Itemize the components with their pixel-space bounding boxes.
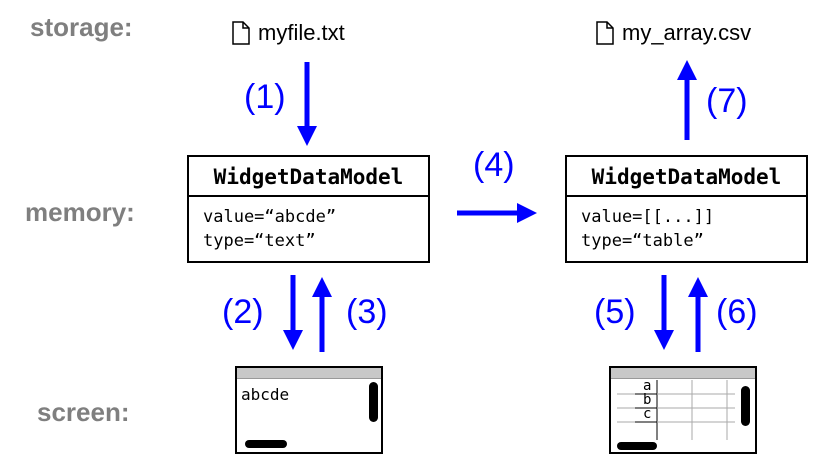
- widget-titlebar: [237, 368, 381, 379]
- table-grid: a b c: [617, 378, 735, 440]
- text-editor-content[interactable]: abcde: [241, 385, 290, 404]
- output-file: my_array.csv: [596, 20, 751, 46]
- file-icon: [596, 21, 614, 45]
- step-1-label: (1): [244, 78, 286, 116]
- step-5-label: (5): [594, 293, 636, 331]
- right-model-title: WidgetDataModel: [567, 157, 806, 197]
- table-cell[interactable]: a: [643, 378, 652, 394]
- table-widget: a b c: [609, 366, 757, 454]
- right-model-value: value=[[...]]: [581, 207, 715, 227]
- step-4-label: (4): [473, 146, 515, 184]
- step-2-label: (2): [222, 293, 264, 331]
- input-file: myfile.txt: [232, 20, 345, 46]
- left-widget-data-model: WidgetDataModel value=“abcde” type=“text…: [187, 155, 430, 263]
- step-3-label: (3): [346, 293, 388, 331]
- file-icon: [232, 21, 250, 45]
- left-model-type: type=“text”: [203, 231, 316, 251]
- vertical-scrollbar[interactable]: [369, 382, 378, 422]
- right-widget-data-model: WidgetDataModel value=[[...]] type=“tabl…: [565, 155, 808, 263]
- input-file-name: myfile.txt: [258, 20, 345, 45]
- table-cell[interactable]: c: [643, 406, 652, 422]
- table-gridlines: [617, 380, 735, 440]
- vertical-scrollbar[interactable]: [741, 386, 750, 426]
- screen-label: screen:: [37, 397, 130, 427]
- table-cell[interactable]: b: [643, 392, 652, 408]
- memory-label: memory:: [25, 197, 135, 227]
- step-7-label: (7): [706, 82, 748, 120]
- right-model-type: type=“table”: [581, 231, 704, 251]
- storage-label: storage:: [30, 12, 133, 42]
- horizontal-scrollbar[interactable]: [245, 440, 287, 448]
- left-model-title: WidgetDataModel: [189, 157, 428, 197]
- text-editor-widget: abcde: [235, 366, 383, 454]
- widget-titlebar: [611, 368, 755, 379]
- horizontal-scrollbar[interactable]: [617, 442, 657, 450]
- left-model-value: value=“abcde”: [203, 207, 337, 227]
- step-6-label: (6): [716, 293, 758, 331]
- output-file-name: my_array.csv: [622, 20, 752, 45]
